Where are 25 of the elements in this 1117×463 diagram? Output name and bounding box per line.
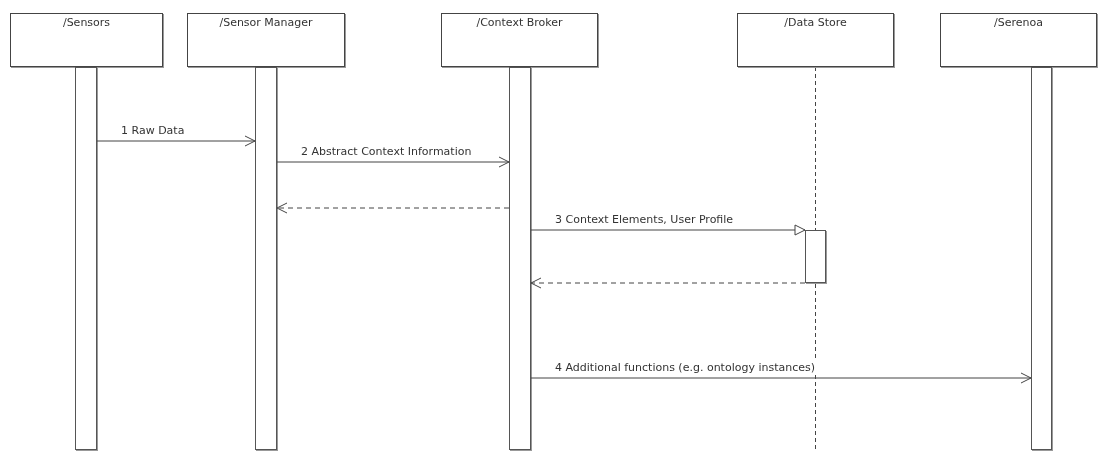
return-arrow — [276, 202, 510, 214]
participant-name: /Context Broker — [476, 16, 563, 29]
participant-box — [441, 13, 598, 67]
participant-name: /Sensor Manager — [219, 16, 313, 29]
activation-bar — [805, 230, 826, 283]
participant-box — [10, 13, 163, 67]
participant-box — [940, 13, 1097, 67]
message-arrow — [96, 135, 256, 147]
return-arrow — [530, 277, 806, 289]
participant-name: /Data Store — [784, 16, 847, 29]
message-arrow — [530, 372, 1032, 384]
message-label: 1 Raw Data — [119, 124, 187, 137]
activation-bar — [509, 67, 531, 450]
activation-bar — [1031, 67, 1052, 450]
message-label: 3 Context Elements, User Profile — [553, 213, 736, 226]
message-label: 2 Abstract Context Information — [299, 145, 474, 158]
participant-name: /Serenoa — [994, 16, 1043, 29]
activation-bar — [255, 67, 277, 450]
participant-box — [737, 13, 894, 67]
message-arrow — [530, 224, 806, 236]
message-arrow — [276, 156, 510, 168]
message-label: 4 Additional functions (e.g. ontology instances) — [553, 361, 818, 374]
participant-name: /Sensors — [62, 16, 111, 29]
participant-box — [187, 13, 345, 67]
activation-bar — [75, 67, 97, 450]
